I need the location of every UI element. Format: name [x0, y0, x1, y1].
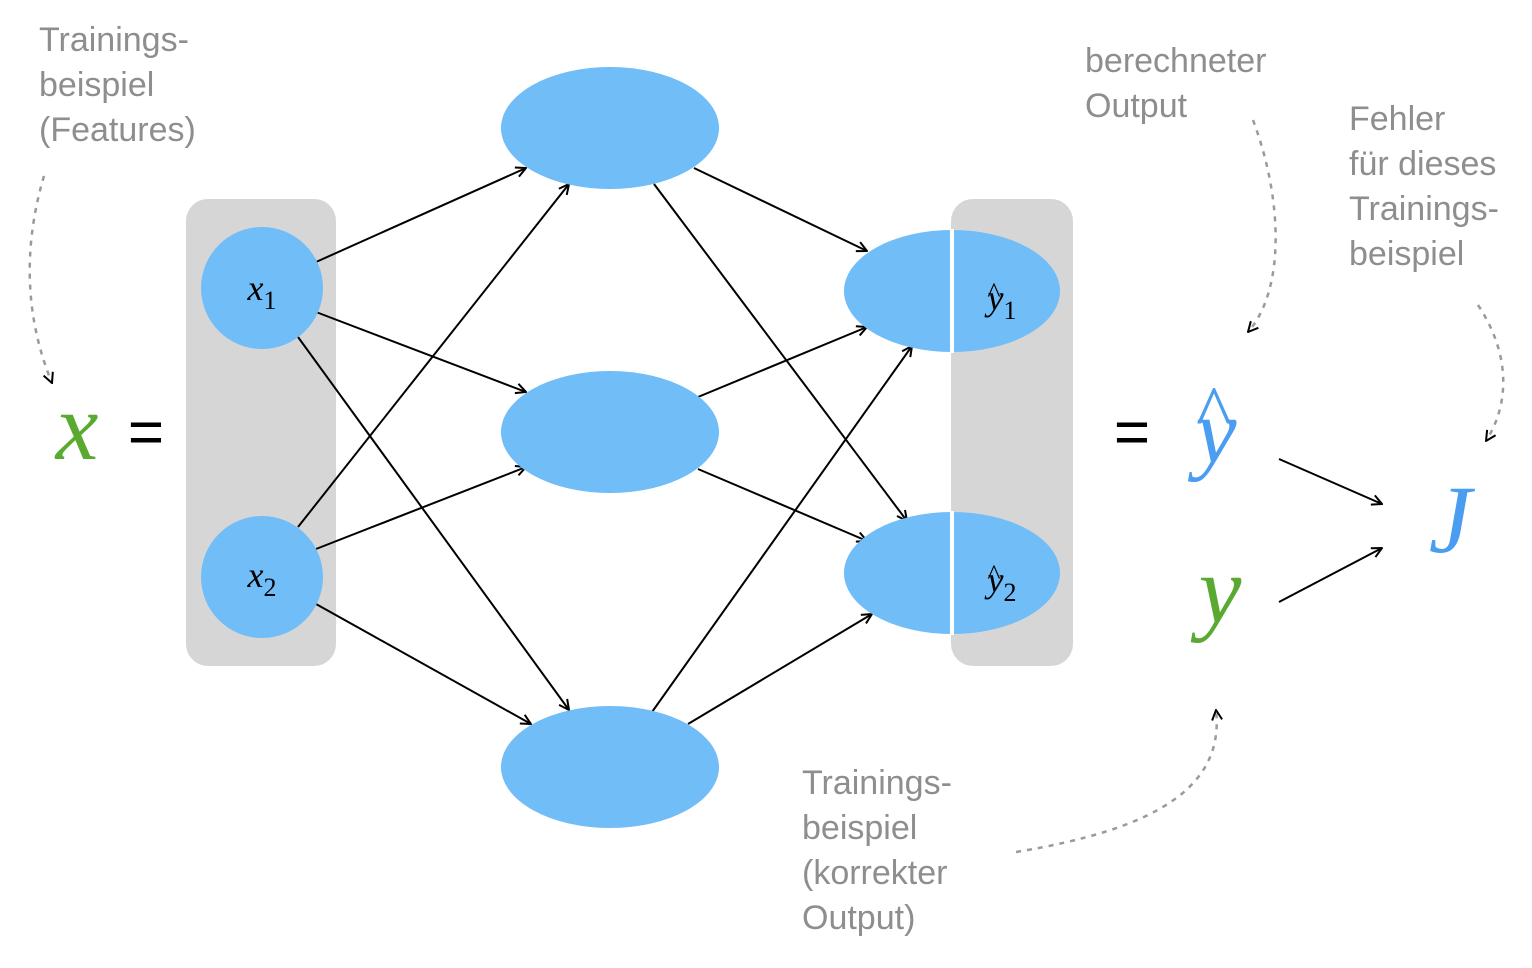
edge-x1-h3 [297, 336, 569, 710]
edge-x2-h3 [315, 603, 531, 724]
input-node-x1-label: x1 [247, 268, 277, 315]
annotation-line: (Features) [39, 111, 196, 149]
edge-h2-y2 [697, 468, 867, 541]
annotation-error: Fehler für dieses Trainings- beispiel [1349, 97, 1499, 277]
equals-left: = [128, 398, 164, 467]
annotation-line: berechneter [1085, 42, 1267, 80]
edge-x1-h1 [315, 168, 526, 263]
annotation-line: Output) [802, 899, 916, 937]
annotation-features: Trainings- beispiel (Features) [39, 18, 196, 153]
j-symbol: J [1429, 466, 1476, 573]
edge-h3-y1 [651, 346, 912, 713]
hidden-node-3 [501, 706, 719, 828]
annotation-correct-output: Trainings- beispiel (korrekter Output) [802, 761, 952, 941]
edge-x2-h2 [315, 467, 526, 550]
annotation-line: beispiel [39, 66, 155, 104]
edge-h1-y2 [653, 183, 907, 521]
edge-h2-y1 [697, 327, 867, 398]
yhat-symbol: y [1188, 380, 1237, 482]
arrow-y-to-j [1278, 548, 1382, 603]
edge-x1-h2 [315, 311, 526, 392]
annotation-line: Trainings- [802, 764, 952, 802]
annotation-line: Trainings- [39, 21, 189, 59]
output-node-y1-hat: ^ [987, 278, 1000, 309]
output-node-y1-label: y1 [985, 278, 1017, 325]
annotation-computed-output: berechneter Output [1085, 39, 1266, 129]
annotation-line: Fehler [1349, 100, 1446, 138]
input-node-x1 [201, 227, 323, 349]
annotation-line: Trainings- [1349, 190, 1499, 228]
output-node-y2-hat: ^ [987, 560, 1000, 591]
equals-right: = [1114, 398, 1150, 467]
pointer-computed-to-yhat [1248, 119, 1277, 332]
edge-h1-y1 [693, 167, 867, 251]
hidden-node-1 [501, 67, 719, 189]
yhat-hat: ^ [1196, 371, 1232, 455]
annotation-line: beispiel [1349, 235, 1465, 273]
pointer-features-to-x [28, 175, 52, 383]
input-node-x2-label: x2 [247, 555, 277, 602]
annotation-line: für dieses [1349, 145, 1497, 183]
pointer-error-to-j [1476, 304, 1505, 441]
annotation-line: Output [1085, 87, 1188, 125]
hidden-node-2 [501, 371, 719, 493]
y-symbol: y [1190, 536, 1242, 643]
input-node-x2 [201, 516, 323, 638]
arrow-yhat-to-j [1278, 458, 1382, 504]
edge-h3-y2 [687, 614, 872, 725]
annotation-line: beispiel [802, 809, 918, 847]
output-node-y2-label: y2 [985, 560, 1017, 607]
annotation-line: (korrekter [802, 854, 948, 892]
pointer-correct-to-y [1015, 710, 1217, 854]
edge-x2-h1 [297, 184, 569, 528]
x-symbol: x [54, 373, 99, 480]
